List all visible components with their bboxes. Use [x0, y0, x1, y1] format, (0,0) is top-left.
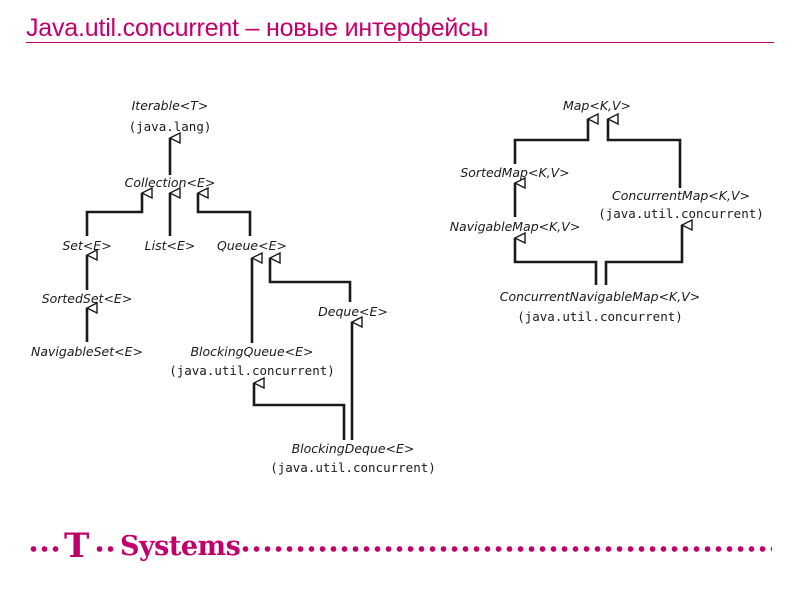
node-concurrentnavigablemap-package: (java.util.concurrent) — [517, 309, 683, 324]
node-blockingqueue-package: (java.util.concurrent) — [169, 363, 335, 378]
logo-t: T — [64, 526, 90, 566]
node-labels: Iterable<T> (java.lang) Collection<E> Se… — [31, 98, 764, 475]
node-concurrentnavigablemap: ConcurrentNavigableMap<K,V> — [500, 289, 701, 304]
edge-blockingdeque-blockingqueue — [252, 383, 346, 440]
logo-dots-left — [28, 546, 62, 552]
node-collection: Collection<E> — [125, 175, 216, 190]
node-blockingqueue: BlockingQueue<E> — [190, 344, 313, 359]
node-deque: Deque<E> — [318, 304, 388, 319]
node-set: Set<E> — [62, 238, 111, 253]
connectors — [85, 119, 682, 440]
edge-cnm-concurrentmap — [604, 225, 682, 285]
logo-systems: Systems — [120, 531, 241, 562]
edge-queue-collection — [196, 193, 252, 236]
edge-sortedmap-map — [513, 119, 588, 164]
logo-dots-middle — [94, 546, 118, 552]
node-concurrentmap-package: (java.util.concurrent) — [598, 206, 764, 221]
logo-dots-right — [240, 546, 772, 552]
edge-deque-queue — [268, 258, 352, 302]
edge-concurrentmap-map — [606, 119, 682, 188]
edge-cnm-navigablemap — [513, 238, 598, 285]
slide-title: Java.util.concurrent – новые интерфейсы — [26, 14, 489, 42]
edge-set-collection — [85, 193, 142, 236]
node-concurrentmap: ConcurrentMap<K,V> — [612, 188, 750, 203]
t-systems-logo: T Systems — [28, 526, 778, 568]
node-list: List<E> — [145, 238, 196, 253]
node-queue: Queue<E> — [217, 238, 287, 253]
title-underline — [26, 42, 774, 43]
node-blockingdeque: BlockingDeque<E> — [292, 441, 415, 456]
node-blockingdeque-package: (java.util.concurrent) — [270, 460, 436, 475]
node-sortedset: SortedSet<E> — [42, 291, 133, 306]
node-map: Map<K,V> — [563, 98, 631, 113]
node-sortedmap: SortedMap<K,V> — [460, 165, 569, 180]
node-navigableset: NavigableSet<E> — [31, 344, 143, 359]
node-iterable-package: (java.lang) — [129, 119, 212, 134]
node-navigablemap: NavigableMap<K,V> — [450, 219, 581, 234]
node-iterable: Iterable<T> — [132, 98, 209, 113]
